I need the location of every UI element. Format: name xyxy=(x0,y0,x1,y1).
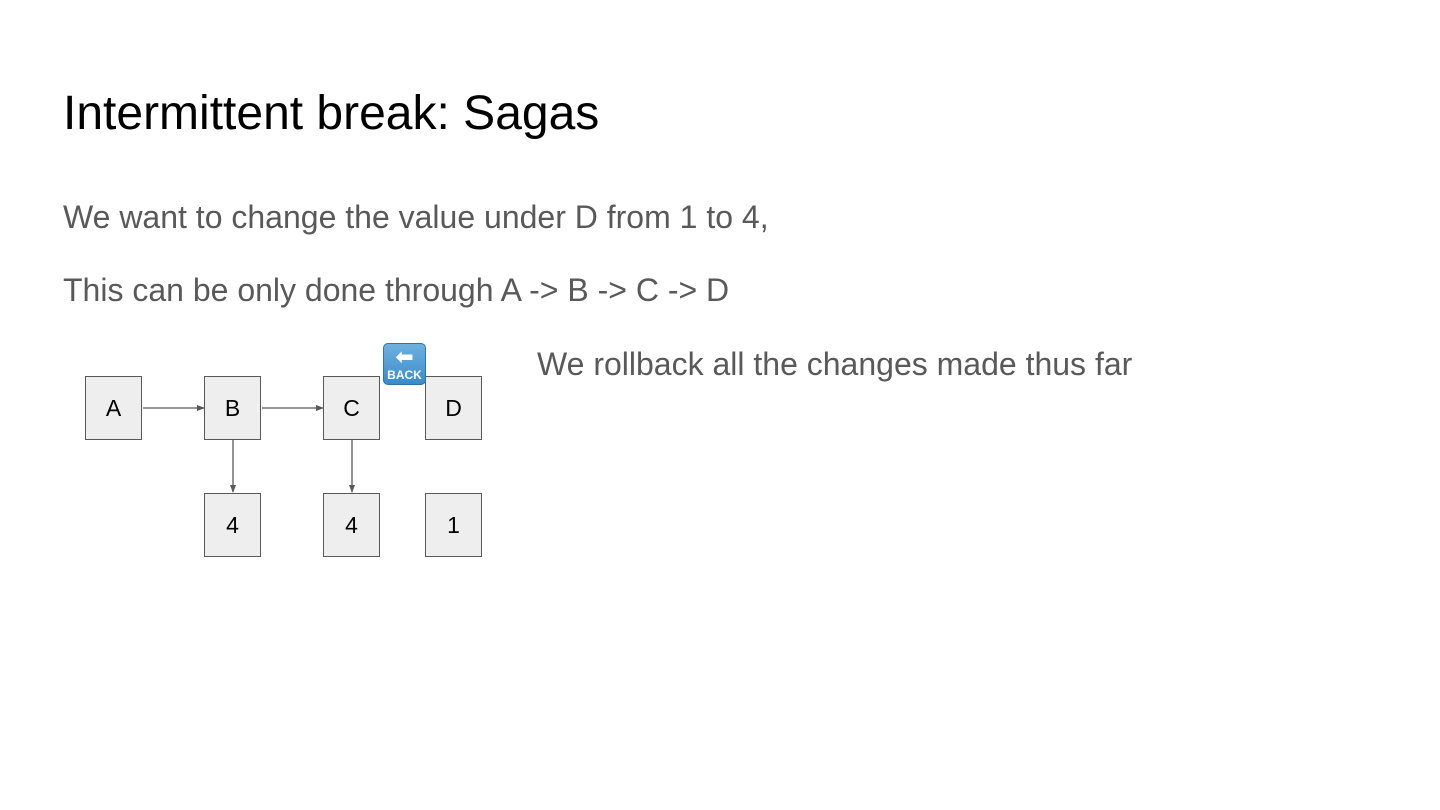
body-line-1: We want to change the value under D from… xyxy=(63,199,769,235)
back-arrow-glyph: ⬅ xyxy=(395,344,414,369)
node-d: D xyxy=(425,376,482,440)
node-c-value: 4 xyxy=(323,493,380,557)
node-c: C xyxy=(323,376,380,440)
rollback-note: We rollback all the changes made thus fa… xyxy=(537,346,1133,382)
node-d-value: 1 xyxy=(425,493,482,557)
node-b: B xyxy=(204,376,261,440)
node-b-value: 4 xyxy=(204,493,261,557)
body-line-2: This can be only done through A -> B -> … xyxy=(63,272,730,308)
back-arrow-icon: ⬅ BACK xyxy=(383,343,426,385)
slide-title: Intermittent break: Sagas xyxy=(63,87,600,140)
node-a: A xyxy=(85,376,142,440)
back-icon-label: BACK xyxy=(387,368,422,382)
